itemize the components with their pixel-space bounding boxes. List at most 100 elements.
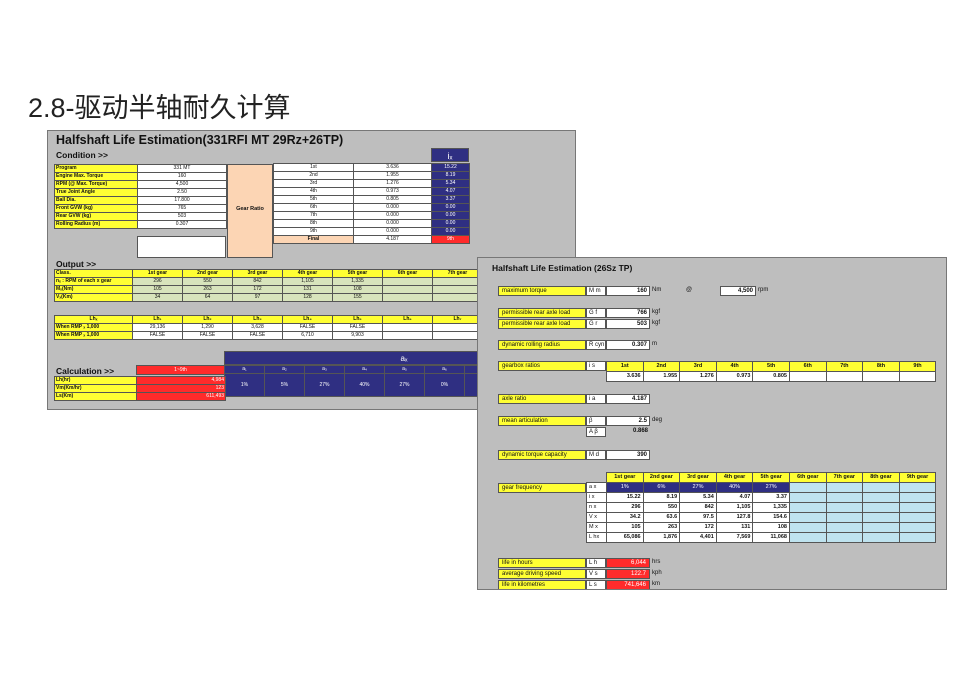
rear-load-value: 766 <box>606 308 650 318</box>
freq-value-cell: 1,335 <box>752 502 790 513</box>
gear-ig-cell: 0.00 <box>431 227 470 236</box>
ax-value-cell: 40% <box>344 373 385 397</box>
freq-value-cell: 842 <box>679 502 717 513</box>
freq-corner-cell <box>587 473 607 483</box>
freq-value-cell: 127.8 <box>715 512 754 523</box>
rolling-radius-value: 0.307 <box>606 340 650 350</box>
freq-value-cell <box>788 522 827 533</box>
rolling-radius-unit: m <box>652 341 657 347</box>
rolling-radius-sym: R cyn <box>586 340 606 350</box>
condition-value-cell: 503 <box>137 212 227 221</box>
lh-value-cell <box>432 323 483 332</box>
rear-load-unit: kgf <box>652 320 661 326</box>
lh-header-cell: Lh₁ <box>132 315 183 324</box>
torque-capacity-sym: M d <box>586 450 606 460</box>
lh-header-cell: Lh₇ <box>432 315 483 324</box>
gear-ratio-label: Gear Ratio <box>227 164 273 258</box>
output-header-cell: 1st gear <box>132 269 183 278</box>
output-value-cell: 105 <box>132 285 183 294</box>
freq-value-cell <box>788 502 827 513</box>
freq-value-cell: 27% <box>679 482 717 493</box>
gear-ratio-cell: 0.000 <box>353 211 432 220</box>
calc-row: Vm(Km/hr)123 <box>54 384 226 393</box>
lh-value-cell: 6,710 <box>282 331 333 340</box>
gear-ig-cell: 0.00 <box>431 219 470 228</box>
freq-value-cell: 97.5 <box>679 512 717 523</box>
freq-value-cell <box>862 502 900 513</box>
gear-ig-cell: 4.07 <box>431 187 470 196</box>
gear-name-cell: 1st <box>273 163 354 172</box>
life-value: 122.7 <box>606 569 650 579</box>
freq-sym-cell: i x <box>586 492 607 503</box>
lh-value-cell: FALSE <box>282 323 333 332</box>
calc-row: Lh(hr)4,984 <box>54 376 226 385</box>
output-header-cell: 2nd gear <box>182 269 233 278</box>
condition-row: Rear GVW (kg)503 <box>54 212 227 221</box>
gearbox-header-cell: 6th <box>788 361 827 372</box>
output-value-cell: 108 <box>332 285 383 294</box>
output-value-cell: 64 <box>182 293 233 302</box>
ax-label-cell: a₁ <box>224 365 265 374</box>
freq-value-cell <box>862 482 900 493</box>
gearbox-header-cell: 3rd <box>679 361 717 372</box>
gear-ratio-cell: 0.000 <box>353 219 432 228</box>
freq-value-cell: 1,876 <box>642 532 681 543</box>
freq-value-cell: 1% <box>606 482 644 493</box>
freq-value-cell: 4.07 <box>715 492 754 503</box>
freq-value-cell <box>825 532 864 543</box>
freq-value-cell <box>788 512 827 523</box>
lh-value-cell: 1,290 <box>182 323 233 332</box>
freq-value-cell <box>825 482 864 493</box>
rear-load-label: permissible rear axle load <box>498 319 586 329</box>
lh-header-cell: Lh₄ <box>282 315 333 324</box>
max-torque-value: 160 <box>606 286 650 296</box>
articulation-label: mean articulation <box>498 416 586 426</box>
gearbox-value-cell: 0.973 <box>715 371 754 382</box>
freq-value-cell: 11,068 <box>752 532 790 543</box>
life-value: 741,646 <box>606 580 650 589</box>
freq-value-cell: 131 <box>715 522 754 533</box>
gearbox-label: gearbox ratios <box>498 361 586 371</box>
lh-header-cell: Lh₅ <box>332 315 383 324</box>
freq-value-cell: 3.37 <box>752 492 790 503</box>
gear-name-cell: 2nd <box>273 171 354 180</box>
gear-name-cell: 8th <box>273 219 354 228</box>
freq-value-cell <box>825 502 864 513</box>
gearbox-header-cell: 4th <box>715 361 754 372</box>
lh-header-cell: Lh₃ <box>232 315 283 324</box>
gear-ratio-cell: 0.000 <box>353 227 432 236</box>
output-value-cell: 263 <box>182 285 233 294</box>
condition-value-cell: 17.800 <box>137 196 227 205</box>
articulation-value-2: 0.868 <box>632 428 648 434</box>
calc-row: Ls(Km)611,493 <box>54 392 226 401</box>
freq-header-cell: 3rd gear <box>679 472 717 483</box>
gear-ratio-cell: 0.000 <box>353 203 432 212</box>
ax-label-cell: a₆ <box>424 365 465 374</box>
gear-name-cell: 9th <box>273 227 354 236</box>
gearbox-value-cell: 1.955 <box>642 371 681 382</box>
gear-ratio-cell: 3.636 <box>353 163 432 172</box>
gearbox-header-cell: 7th <box>825 361 864 372</box>
gear-name-cell: 7th <box>273 211 354 220</box>
life-label: average driving speed <box>498 569 586 579</box>
condition-row: Front GVW (kg)765 <box>54 204 227 213</box>
rear-load-sym: G r <box>586 319 606 329</box>
calc-label-cell: Vm(Km/hr) <box>54 384 137 393</box>
freq-value-cell: 8.19 <box>642 492 681 503</box>
condition-label-cell: Ball Dia. <box>54 196 138 205</box>
gearbox-value-cell: 3.636 <box>606 371 644 382</box>
condition-label: Condition >> <box>56 150 108 160</box>
freq-value-cell <box>825 492 864 503</box>
gear-ratio-cell: 0.805 <box>353 195 432 204</box>
output-value-cell: 34 <box>132 293 183 302</box>
freq-value-cell: 15.22 <box>606 492 644 503</box>
max-torque-rpm-unit: rpm <box>758 287 769 293</box>
